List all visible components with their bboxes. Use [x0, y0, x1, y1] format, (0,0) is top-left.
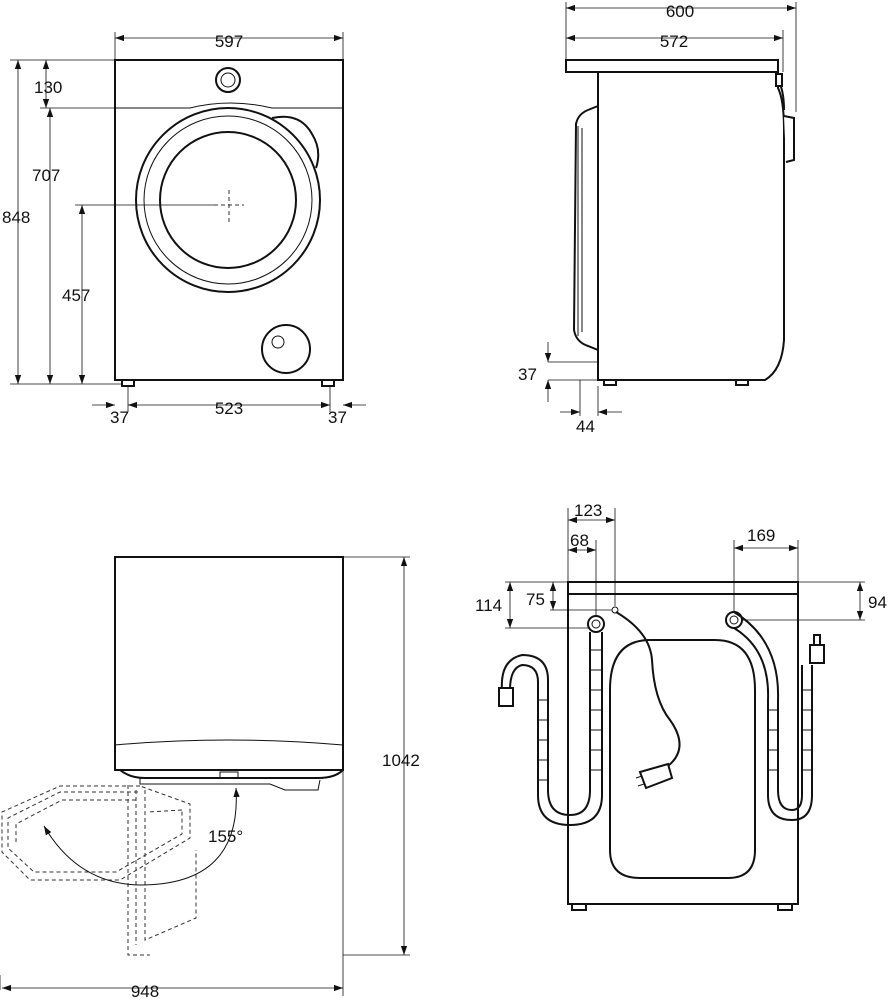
open-door-outline-2	[7, 791, 183, 873]
dim-total-depth-open: 948	[131, 982, 159, 1000]
power-plug	[638, 762, 674, 790]
side-foot-front	[603, 379, 617, 386]
power-plug-pins	[635, 775, 645, 787]
inlet-hose	[733, 627, 813, 822]
filter-cover	[261, 324, 311, 374]
open-door-outline-1	[1, 785, 191, 881]
inlet-hose-outer	[733, 611, 803, 812]
side-rear-hose-box	[783, 115, 795, 163]
dim-body-depth: 572	[660, 32, 688, 51]
rear-view: 123 68 169 114 75 94	[475, 501, 887, 911]
dim-door-top: 707	[32, 166, 60, 185]
inlet-hose-connector-inner	[729, 615, 739, 625]
door-opening-view: 155° 1042 948	[0, 556, 420, 1000]
top-door-latch	[219, 771, 239, 779]
dim-drain-offset: 123	[574, 501, 602, 520]
side-worktop	[565, 59, 779, 73]
dim-left-foot: 37	[110, 408, 129, 427]
filter-cover-knob	[271, 335, 285, 349]
dim-power-height: 75	[526, 590, 545, 609]
dim-height-with-door: 1042	[382, 751, 420, 770]
side-foot-rear	[735, 379, 749, 386]
dim-power-offset: 68	[570, 531, 589, 550]
dim-door-center: 457	[62, 286, 90, 305]
program-knob-inner	[220, 72, 236, 88]
door-outer-ring	[135, 107, 321, 293]
side-view: 600 572 37 44	[518, 2, 797, 436]
program-knob	[215, 67, 241, 93]
door-ring	[143, 115, 313, 285]
drain-hose-outer	[509, 632, 603, 827]
rear-foot-left	[571, 903, 587, 911]
door-handle	[271, 115, 320, 169]
drain-hose-outlet-inner	[591, 619, 601, 629]
inlet-hose-cap	[813, 634, 821, 646]
dim-foot-offset: 44	[576, 417, 595, 436]
front-foot-left	[121, 379, 135, 387]
dim-inlet-height: 94	[868, 593, 887, 612]
top-cabinet	[114, 556, 344, 771]
dim-total-depth: 600	[666, 2, 694, 21]
front-foot-right	[321, 379, 335, 387]
inlet-hose-ribs	[768, 689, 812, 771]
drain-hose	[500, 632, 591, 817]
open-door-outline-3	[15, 799, 183, 844]
rear-extension-lines	[505, 508, 865, 629]
side-door-inner	[577, 126, 583, 336]
rear-foot-right	[777, 903, 793, 911]
door-angle-arc	[43, 787, 240, 886]
dim-right-foot: 37	[328, 408, 347, 427]
door-center-cross	[214, 190, 244, 222]
dim-feet-distance: 523	[215, 399, 243, 418]
power-cable	[615, 611, 681, 773]
front-view: 597 130 707 848 457 37 523 37	[2, 32, 366, 427]
open-door-vertical	[127, 785, 197, 956]
dim-drain-height: 114	[475, 596, 502, 615]
top-door-base	[119, 769, 344, 779]
door-extension-lines	[0, 556, 410, 996]
dim-total-height: 848	[2, 208, 30, 227]
drain-hose-ribs	[538, 649, 602, 781]
dim-foot-height: 37	[518, 365, 537, 384]
inlet-hose-end	[809, 644, 825, 664]
side-cabinet	[597, 71, 785, 381]
front-extension-lines	[10, 32, 344, 412]
side-back-connector	[775, 73, 783, 87]
door-glass	[159, 131, 297, 269]
dim-inlet-offset: 169	[747, 526, 775, 545]
side-door-profile	[572, 105, 599, 351]
dim-width: 597	[215, 32, 243, 51]
drain-hose-end	[498, 687, 514, 707]
dim-top-panel: 130	[34, 78, 62, 97]
door-angle: 155°	[208, 827, 243, 846]
side-extension-lines	[548, 2, 797, 416]
rear-access-panel	[609, 639, 756, 879]
top-front-line	[114, 739, 344, 746]
top-door-hinge	[139, 778, 321, 791]
front-top-panel-line	[115, 102, 343, 109]
